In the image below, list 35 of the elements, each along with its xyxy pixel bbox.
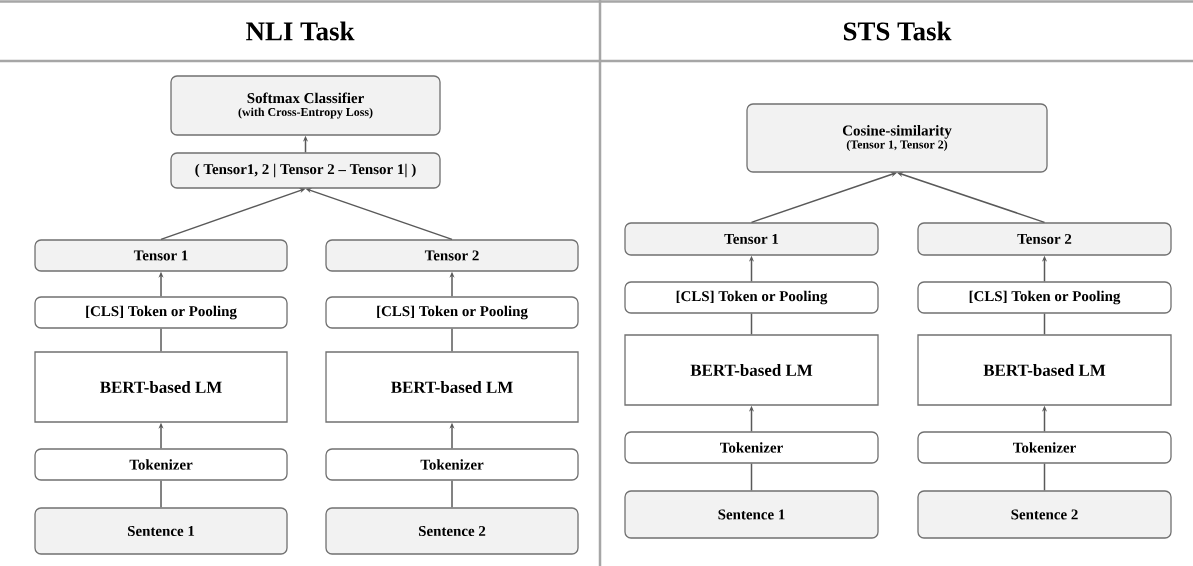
tensor-box: Tensor 1 — [624, 222, 879, 256]
similarity-box: Cosine-similarity (Tensor 1, Tensor 2) — [746, 103, 1048, 173]
pooling-box: [CLS] Token or Pooling — [624, 281, 879, 314]
classifier-box: Softmax Classifier (with Cross-Entropy Loss) — [170, 75, 441, 136]
connector-line — [1043, 462, 1046, 492]
tensor-box: Tensor 2 — [917, 222, 1172, 256]
tensor-box: Tensor 2 — [325, 239, 579, 272]
connector-line — [750, 312, 753, 336]
tokenizer-box: Tokenizer — [325, 448, 579, 481]
model-box: BERT-based LM — [34, 351, 288, 423]
connector-line — [451, 479, 453, 509]
tensor-box: Tensor 1 — [34, 239, 288, 272]
connector-line — [160, 479, 162, 509]
pooling-box: [CLS] Token or Pooling — [325, 296, 579, 329]
sentence-box: Sentence 2 — [917, 490, 1172, 539]
model-box: BERT-based LM — [624, 334, 879, 406]
arrow — [750, 172, 897, 224]
column-header: STS Task — [843, 21, 952, 41]
sentence-box: Sentence 1 — [624, 490, 879, 539]
sentence-box: Sentence 1 — [34, 507, 288, 555]
connector-line — [451, 327, 453, 353]
arrow — [897, 172, 1046, 224]
sentence-box: Sentence 2 — [325, 507, 579, 555]
model-box: BERT-based LM — [325, 351, 579, 423]
tokenizer-box: Tokenizer — [34, 448, 288, 481]
tokenizer-box: Tokenizer — [917, 431, 1172, 464]
model-box: BERT-based LM — [917, 334, 1172, 406]
pooling-box: [CLS] Token or Pooling — [917, 281, 1172, 314]
connector-line — [1043, 312, 1046, 336]
tokenizer-box: Tokenizer — [624, 431, 879, 464]
connector-line — [160, 327, 162, 353]
concat-box: ( Tensor1, 2 | Tensor 2 – Tensor 1| ) — [170, 152, 441, 189]
pooling-box: [CLS] Token or Pooling — [34, 296, 288, 329]
connector-line — [750, 462, 753, 492]
column-header: NLI Task — [246, 21, 355, 41]
